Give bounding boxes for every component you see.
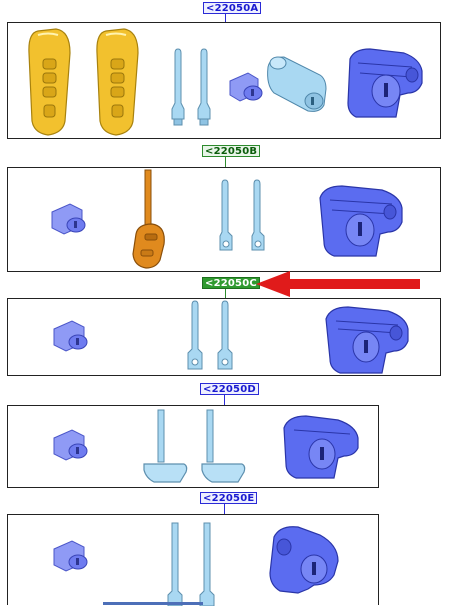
remote-key-fob[interactable] [28,28,71,136]
parts-panel-22050a [7,22,441,139]
key-blade[interactable] [167,522,183,606]
scroll-indicator [103,602,203,605]
key-blade-flat-head[interactable] [143,409,188,483]
lock-cylinder[interactable] [53,429,88,461]
key-blade[interactable] [199,522,215,606]
group-stem [224,504,225,514]
parts-panel-22050b [7,167,441,272]
lock-cylinder[interactable] [51,203,86,235]
ignition-lock-housing[interactable] [319,185,403,257]
group-code-22050e[interactable]: <22050E [200,492,258,504]
group-stem [225,289,226,298]
mechanical-key[interactable] [132,169,165,269]
lock-cylinder[interactable] [53,320,88,352]
key-blade-flat-head[interactable] [201,409,246,483]
ignition-lock-housing[interactable] [325,306,409,374]
group-code-22050a[interactable]: <22050A [203,2,262,14]
ignition-lock-housing[interactable] [347,48,423,118]
parts-panel-22050e [7,514,379,606]
ignition-lock-housing[interactable] [283,415,359,479]
group-stem [225,157,226,167]
key-blade[interactable] [217,300,233,370]
remote-key-fob[interactable] [96,28,139,136]
highlight-arrow [256,271,420,297]
key-blade[interactable] [219,179,233,251]
key-blade[interactable] [187,300,203,370]
group-code-22050c[interactable]: <22050C [202,277,260,289]
group-code-22050d[interactable]: <22050D [200,383,259,395]
parts-panel-22050d [7,405,379,488]
lock-cylinder[interactable] [53,540,88,572]
lock-cylinder-large[interactable] [267,56,327,112]
key-blade[interactable] [197,48,211,126]
parts-panel-22050c [7,298,441,376]
key-blade[interactable] [171,48,185,126]
group-code-22050b[interactable]: <22050B [202,145,261,157]
ignition-lock-housing[interactable] [269,526,339,594]
group-stem [224,395,225,405]
group-stem [225,14,226,22]
key-blade[interactable] [251,179,265,251]
lock-cylinder[interactable] [229,72,263,102]
